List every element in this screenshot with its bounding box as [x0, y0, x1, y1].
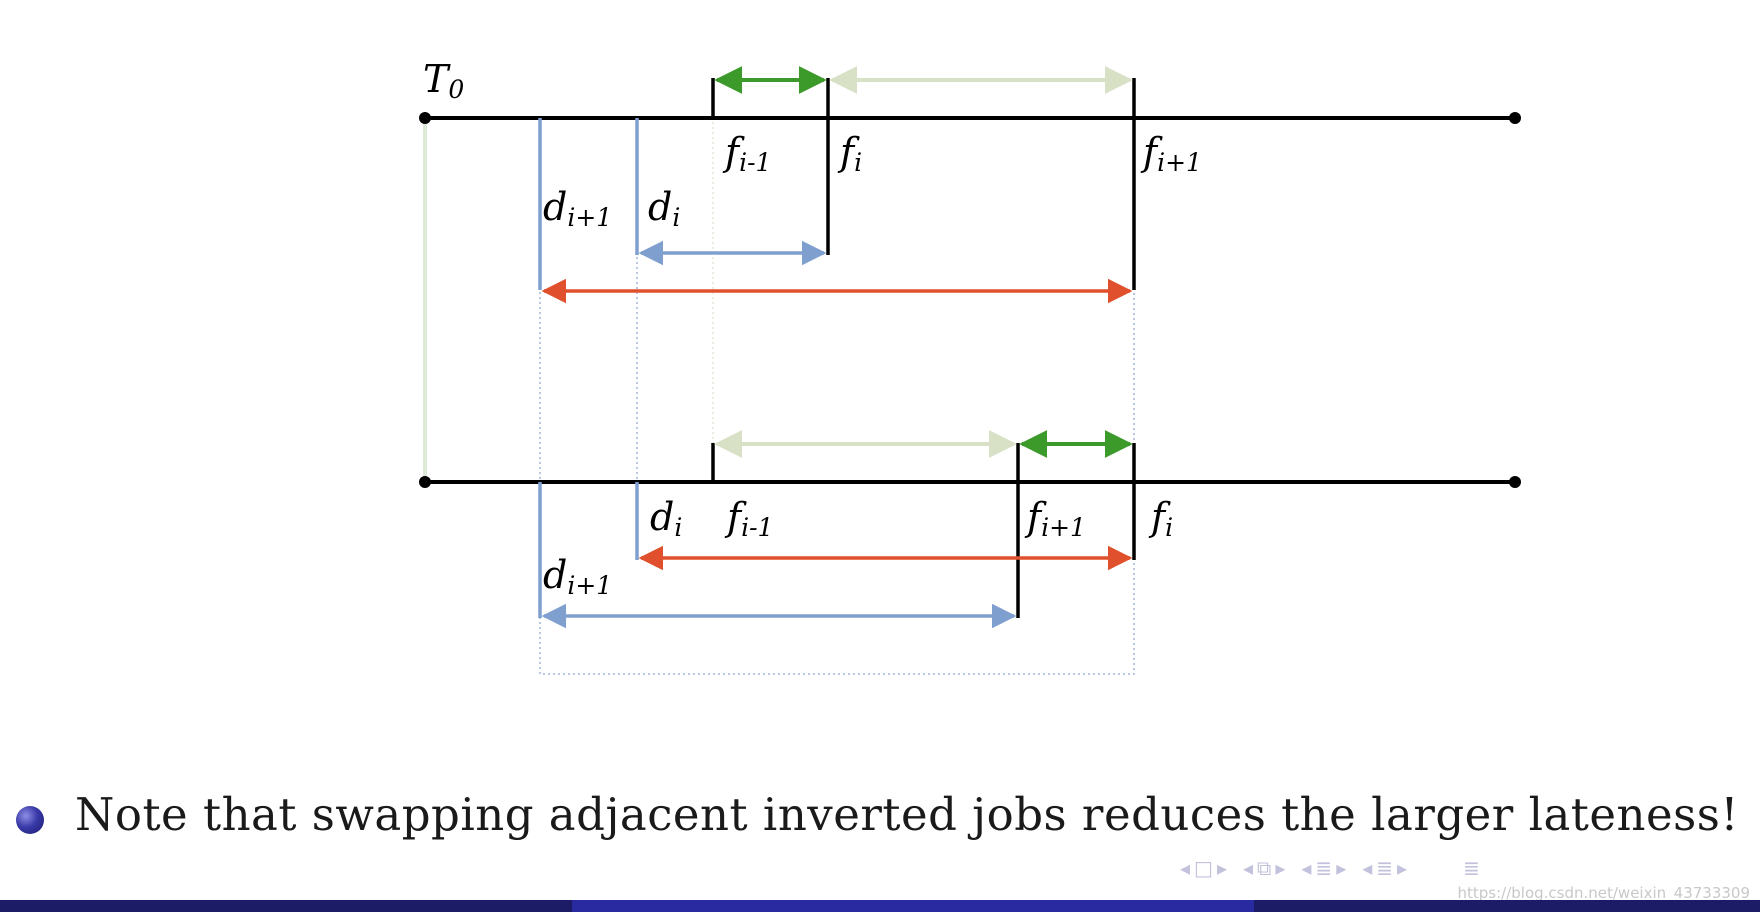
label-bottom-f-prev: fi-1: [724, 495, 773, 542]
guide-dotted-box: [539, 116, 1135, 675]
label-bottom-f-next: fi+1: [1024, 495, 1086, 542]
label-bottom-d-next: di+1: [543, 553, 612, 600]
nav-subsection-group: ◂ ≣ ▸: [1301, 856, 1346, 880]
nav-frame-icon[interactable]: □: [1194, 856, 1213, 880]
bullet-icon: [16, 806, 44, 834]
label-bottom-f-i: fi: [1148, 495, 1173, 542]
nav-part-icon[interactable]: ≣: [1376, 856, 1394, 880]
label-bottom-d-i: di: [650, 495, 682, 542]
footer-bar-middle: [572, 900, 1254, 912]
top-timeline-start: [419, 112, 431, 124]
nav-section-prev-icon[interactable]: ◂: [1243, 856, 1254, 880]
nav-frame-group: ◂ □ ▸: [1180, 856, 1227, 880]
label-top-f-next: fi+1: [1140, 130, 1202, 177]
nav-frame-next-icon[interactable]: ▸: [1216, 856, 1227, 880]
nav-part-next-icon[interactable]: ▸: [1397, 856, 1408, 880]
watermark: https://blog.csdn.net/weixin_43733309: [1457, 884, 1750, 902]
nav-section-icon[interactable]: ⧉: [1257, 856, 1272, 880]
nav-subsection-icon[interactable]: ≣: [1315, 856, 1333, 880]
label-top-f-i: fi: [837, 130, 862, 177]
nav-subsection-prev-icon[interactable]: ◂: [1301, 856, 1312, 880]
nav-part-group: ◂ ≣ ▸: [1362, 856, 1407, 880]
label-t0: T0: [423, 57, 464, 104]
nav-document-icon[interactable]: ≣: [1463, 856, 1480, 880]
bottom-timeline-start: [419, 476, 431, 488]
nav-subsection-next-icon[interactable]: ▸: [1336, 856, 1347, 880]
nav-section-next-icon[interactable]: ▸: [1275, 856, 1286, 880]
nav-part-prev-icon[interactable]: ◂: [1362, 856, 1373, 880]
nav-section-group: ◂ ⧉ ▸: [1243, 856, 1285, 880]
label-top-f-prev: fi-1: [722, 130, 771, 177]
label-top-d-next: di+1: [543, 185, 612, 232]
top-timeline-end: [1509, 112, 1521, 124]
nav-frame-prev-icon[interactable]: ◂: [1180, 856, 1191, 880]
label-top-d-i: di: [648, 185, 680, 232]
beamer-nav-bar: ◂ □ ▸ ◂ ⧉ ▸ ◂ ≣ ▸ ◂ ≣ ▸ ≣: [1180, 854, 1760, 882]
bullet-text: Note that swapping adjacent inverted job…: [75, 788, 1739, 841]
bottom-timeline-end: [1509, 476, 1521, 488]
